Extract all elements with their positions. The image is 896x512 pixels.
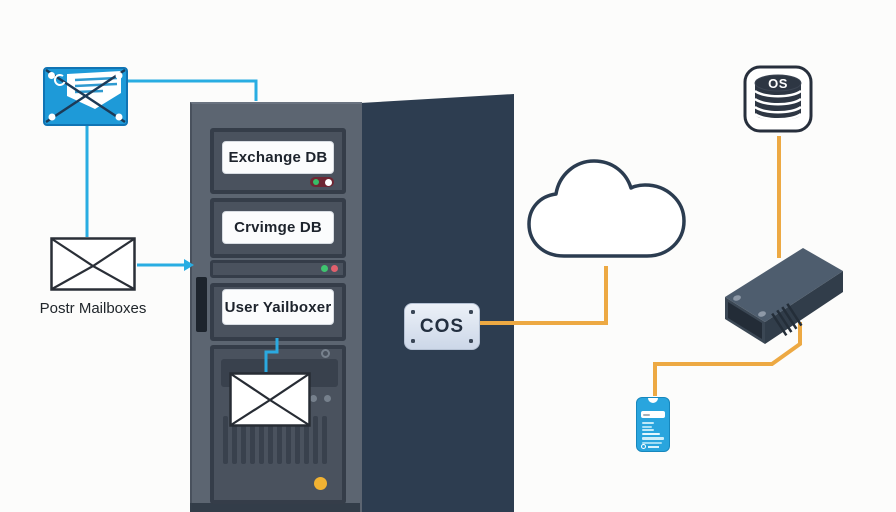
led-green-icon [313, 179, 319, 185]
arrowhead-icon [184, 259, 194, 271]
os-label: OS [768, 76, 788, 91]
connector-disk-to-phone [653, 322, 802, 396]
panel-knob-icon [321, 349, 330, 358]
drive-bay-exchange: Exchange DB [210, 128, 346, 194]
smartphone-icon [636, 397, 670, 452]
corner-screw-icon [469, 339, 473, 343]
screw-icon [758, 311, 766, 317]
mail-envelope-blue-art [45, 69, 126, 124]
storage-appliance-icon [725, 248, 843, 344]
drive-bay-crvimge: Crvimge DB [210, 198, 346, 258]
bay-label-exchange: Exchange DB [222, 141, 334, 174]
server-handle [196, 277, 207, 332]
phone-notch-icon [648, 398, 658, 403]
phone-search-bar [641, 411, 665, 418]
mailbox-caption: Postr Mailboxes [39, 300, 147, 317]
led-red-icon [331, 265, 338, 272]
call-glyph-icon [53, 73, 66, 86]
drive-bay-user: User Yailboxer [210, 283, 346, 341]
os-database-icon: OS [742, 64, 814, 134]
mail-envelope-blue-icon [43, 67, 128, 126]
screw-icon [733, 295, 741, 301]
disk-vents [771, 303, 803, 337]
phone-avatar-icon [641, 444, 646, 449]
server-tower-base [190, 503, 360, 512]
cloud-icon [527, 159, 686, 258]
bay-label-crvimge: Crvimge DB [222, 211, 334, 244]
mailbox-envelope-icon [50, 237, 136, 291]
disk-top-face [725, 248, 843, 322]
led-amber-icon [314, 477, 327, 490]
led-white-icon [325, 178, 332, 186]
os-database-art [743, 65, 813, 133]
corner-screw-icon [411, 310, 415, 314]
panel-dot-icon [310, 395, 317, 402]
vent-grille [223, 416, 335, 464]
corner-screw-icon [411, 339, 415, 343]
internal-mail-envelope-icon [229, 372, 311, 427]
connector-bay-to-envelope [264, 338, 279, 372]
led-green-icon [321, 265, 328, 272]
led-pill [310, 177, 334, 187]
connector-mail-to-server [128, 79, 258, 101]
cos-chip: COS [404, 303, 480, 350]
corner-screw-icon [469, 310, 473, 314]
disk-right-face [765, 271, 843, 344]
panel-dot-icon [324, 395, 331, 402]
bay-label-user: User Yailboxer [222, 289, 334, 325]
drive-bay-slim [210, 260, 346, 278]
cloud-path [527, 159, 686, 258]
connector-cos-to-cloud [480, 266, 608, 325]
cos-label: COS [419, 315, 465, 337]
